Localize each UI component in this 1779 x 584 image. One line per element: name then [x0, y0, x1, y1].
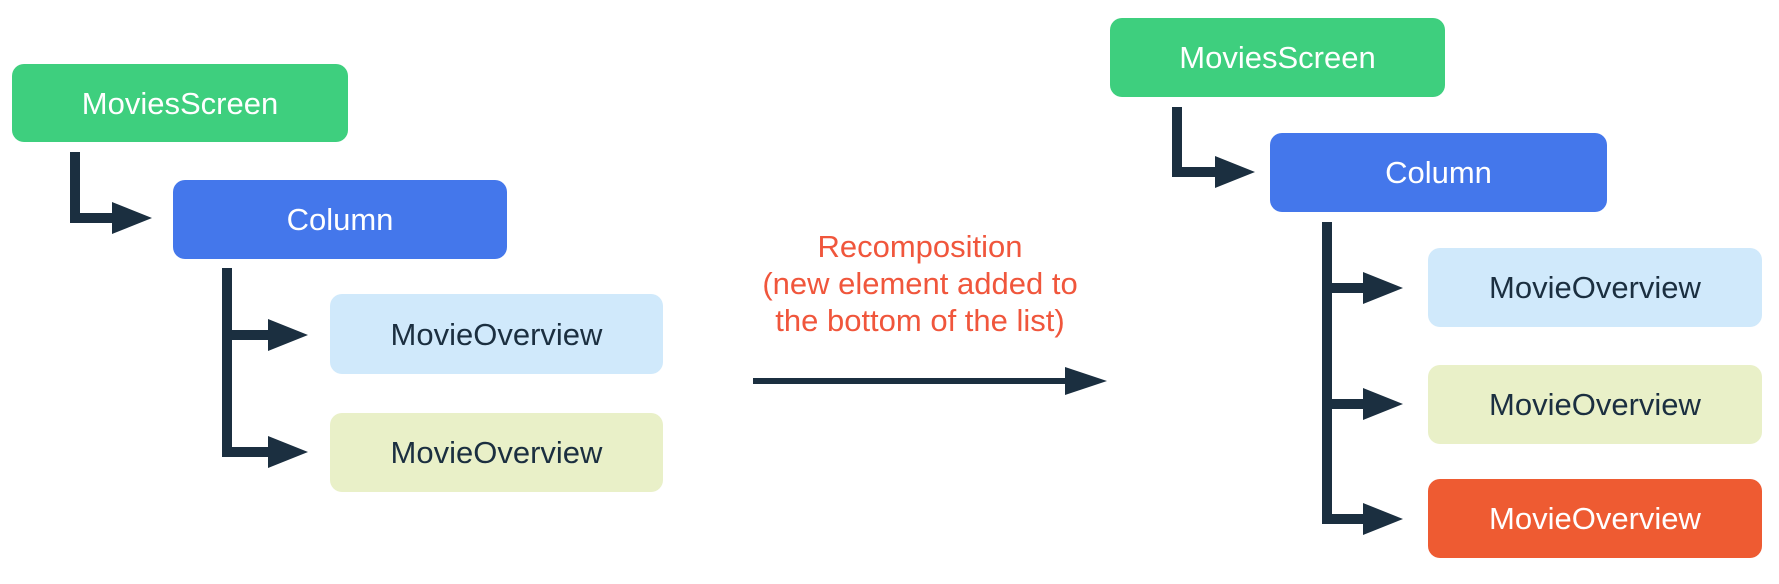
recomposition-arrow-icon [753, 367, 1107, 395]
node-label: MovieOverview [1489, 270, 1701, 305]
node-label: MoviesScreen [81, 85, 279, 121]
left-tree-movieoverview-node-1: MovieOverview [330, 294, 663, 374]
arrowhead-icon [268, 319, 308, 351]
right-tree-column-node: Column [1270, 133, 1607, 212]
right-root-to-column-connector [1172, 107, 1255, 188]
arrowhead-icon [112, 202, 152, 234]
right-tree-movieoverview-node-3-new: MovieOverview [1428, 479, 1762, 558]
arrowhead-icon [1363, 272, 1403, 304]
left-tree-movieoverview-node-2: MovieOverview [330, 413, 663, 492]
right-column-to-children-connector [1322, 222, 1403, 535]
arrowhead-icon [268, 436, 308, 468]
caption-line: the bottom of the list) [775, 303, 1065, 338]
caption-line: (new element added to [762, 266, 1078, 301]
arrowhead-icon [1363, 388, 1403, 420]
right-tree-moviesscreen-node: MoviesScreen [1110, 18, 1445, 97]
left-tree-moviesscreen-node: MoviesScreen [12, 64, 348, 142]
right-tree-movieoverview-node-2: MovieOverview [1428, 365, 1762, 444]
node-label: MovieOverview [1489, 501, 1701, 536]
left-tree-column-node: Column [173, 180, 507, 259]
left-column-to-children-connector [222, 268, 308, 468]
recomposition-caption: Recomposition (new element added to the … [700, 228, 1140, 339]
arrowhead-icon [1215, 156, 1255, 188]
arrowhead-icon [1065, 367, 1107, 395]
node-label: MovieOverview [1489, 387, 1701, 422]
node-label: MovieOverview [390, 316, 603, 352]
arrowhead-icon [1363, 503, 1403, 535]
node-label: Column [286, 202, 394, 237]
right-tree-movieoverview-node-1: MovieOverview [1428, 248, 1762, 327]
caption-line: Recomposition [817, 229, 1023, 264]
node-label: MovieOverview [390, 435, 603, 470]
node-label: Column [1385, 155, 1492, 190]
left-root-to-column-connector [70, 152, 152, 234]
node-label: MoviesScreen [1179, 40, 1376, 75]
